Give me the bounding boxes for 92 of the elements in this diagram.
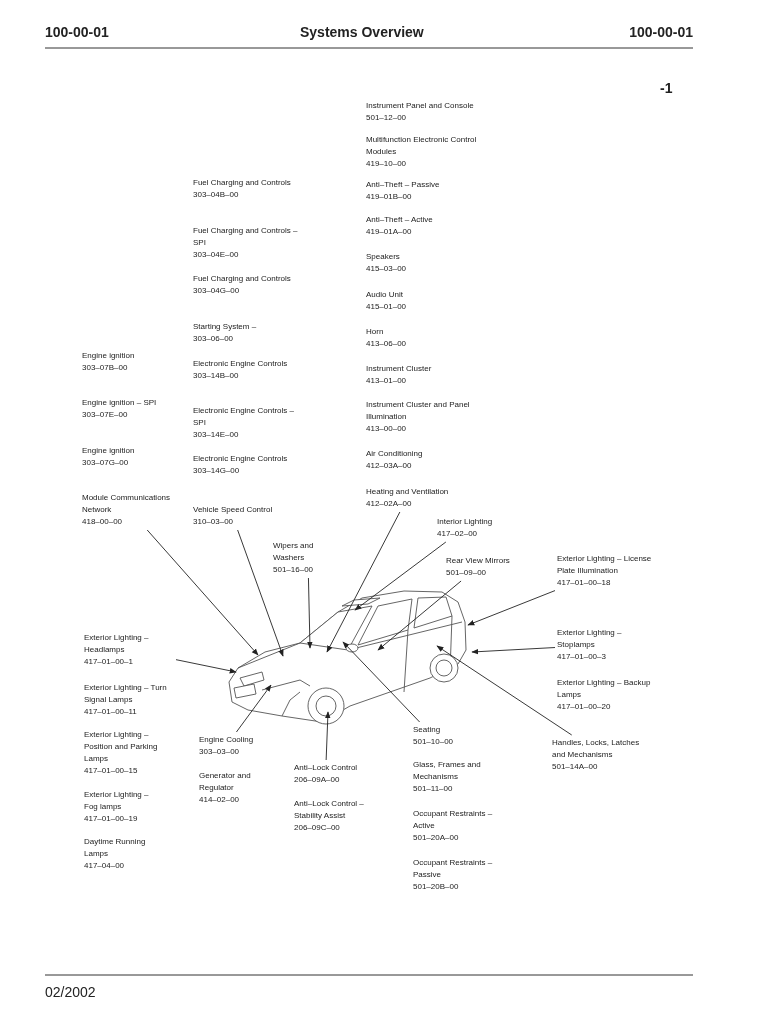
- section-number: 414–02–00: [199, 794, 240, 806]
- system-name: Speakers: [366, 251, 400, 263]
- section-number: 413–06–00: [366, 338, 407, 350]
- system-name: Engine ignition – SPI: [82, 397, 157, 409]
- system-name: Air Conditioning: [366, 448, 423, 460]
- section-number: 501–14A–00: [552, 761, 598, 773]
- system-name: Fuel Charging and Controls – SPI: [193, 225, 299, 249]
- section-number: 501–12–00: [366, 112, 407, 124]
- section-number: 501–20B–00: [413, 881, 459, 893]
- system-name: Electronic Engine Controls – SPI: [193, 405, 295, 429]
- system-name: Anti–Lock Control: [294, 762, 358, 774]
- page-title: Systems Overview: [300, 24, 424, 40]
- system-name: Occupant Restraints – Active: [413, 808, 494, 832]
- system-name: Exterior Lighting – Fog lamps: [84, 789, 150, 813]
- system-name: Heating and Ventilation: [366, 486, 449, 498]
- section-number: 303–04G–00: [193, 285, 240, 297]
- system-name: Exterior Lighting – Headlamps: [84, 632, 150, 656]
- system-name: Exterior Lighting – Turn Signal Lamps: [84, 682, 168, 706]
- system-name: Wipers and Washers: [273, 540, 315, 564]
- system-name: Anti–Lock Control – Stability Assist: [294, 798, 365, 822]
- section-number: 413–00–00: [366, 423, 407, 435]
- section-number: 206–09A–00: [294, 774, 340, 786]
- system-name: Instrument Cluster and Panel Illumination: [366, 399, 471, 423]
- section-number: 303–03–00: [199, 746, 240, 758]
- system-name: Instrument Panel and Console: [366, 100, 474, 112]
- section-number: 417–01–00–18: [557, 577, 611, 589]
- system-name: Anti–Theft – Active: [366, 214, 433, 226]
- system-name: Occupant Restraints – Passive: [413, 857, 494, 881]
- system-name: Audio Unit: [366, 289, 403, 301]
- system-name: Fuel Charging and Controls: [193, 273, 291, 285]
- page-number: 100-00-01: [45, 24, 109, 40]
- section-number: 417–01–00–11: [84, 706, 137, 718]
- section-number: 303–04B–00: [193, 189, 239, 201]
- section-number: 206–09C–00: [294, 822, 340, 834]
- section-number: 417–01–00–20: [557, 701, 611, 713]
- section-number: 417–04–00: [84, 860, 125, 872]
- section-number: 417–01–00–1: [84, 656, 133, 668]
- section-number: 501–11–00: [413, 783, 453, 795]
- system-name: Engine ignition: [82, 445, 135, 457]
- section-number: 415–01–00: [366, 301, 407, 313]
- date-text: 02/2002: [45, 984, 96, 1000]
- section-number: 417–01–00–19: [84, 813, 138, 825]
- system-name: Engine Cooling: [199, 734, 254, 746]
- section-number: 303–14G–00: [193, 465, 240, 477]
- section-number: 303–07G–00: [82, 457, 129, 469]
- section-number: 303–06–00: [193, 333, 234, 345]
- section-number: 418–00–00: [82, 516, 123, 528]
- system-name: Instrument Cluster: [366, 363, 432, 375]
- system-name: Module Communications Network: [82, 492, 172, 516]
- system-name: Generator and Regulator: [199, 770, 252, 794]
- section-number: 412–02A–00: [366, 498, 412, 510]
- system-name: Daytime Running Lamps: [84, 836, 147, 860]
- page-number: -1: [660, 80, 673, 96]
- section-number: 501–10–00: [413, 736, 454, 748]
- section-number: 303–04E–00: [193, 249, 239, 261]
- system-name: Anti–Theft – Passive: [366, 179, 440, 191]
- section-number: 303–14E–00: [193, 429, 239, 441]
- section-number: 310–03–00: [193, 516, 234, 528]
- section-number: 501–20A–00: [413, 832, 459, 844]
- system-name: Electronic Engine Controls: [193, 358, 288, 370]
- system-name: Electronic Engine Controls: [193, 453, 288, 465]
- section-number: 419–01B–00: [366, 191, 412, 203]
- system-name: Handles, Locks, Latches and Mechanisms: [552, 737, 641, 761]
- system-name: Interior Lighting: [437, 516, 493, 528]
- system-name: Exterior Lighting – License Plate Illumination: [557, 553, 652, 577]
- system-name: Vehicle Speed Control: [193, 504, 273, 516]
- section-number: 419–10–00: [366, 158, 407, 170]
- section-number: 501–16–00: [273, 564, 314, 576]
- section-number: 419–01A–00: [366, 226, 412, 238]
- system-name: Engine ignition: [82, 350, 135, 362]
- section-number: 417–02–00: [437, 528, 478, 540]
- system-name: Exterior Lighting – Stoplamps: [557, 627, 623, 651]
- system-name: Exterior Lighting – Backup Lamps: [557, 677, 652, 701]
- section-number: 303–14B–00: [193, 370, 239, 382]
- section-number: 412–03A–00: [366, 460, 412, 472]
- system-name: Starting System –: [193, 321, 257, 333]
- system-name: Glass, Frames and Mechanisms: [413, 759, 482, 783]
- section-number: 501–09–00: [446, 567, 487, 579]
- system-name: Exterior Lighting – Position and Parking Lamps: [84, 729, 159, 765]
- system-name: Rear View Mirrors: [446, 555, 510, 567]
- section-number: 415–03–00: [366, 263, 407, 275]
- section-number: 413–01–00: [366, 375, 407, 387]
- system-name: Fuel Charging and Controls: [193, 177, 291, 189]
- system-name: Multifunction Electronic Control Modules: [366, 134, 478, 158]
- section-number: 417–01–00–15: [84, 765, 138, 777]
- section-number: 303–07E–00: [82, 409, 128, 421]
- section-number: 417–01–00–3: [557, 651, 606, 663]
- system-name: Horn: [366, 326, 384, 338]
- section-number: 303–07B–00: [82, 362, 128, 374]
- car-drawing: [228, 590, 467, 725]
- system-name: Seating: [413, 724, 441, 736]
- page-number: 100-00-01: [629, 24, 693, 40]
